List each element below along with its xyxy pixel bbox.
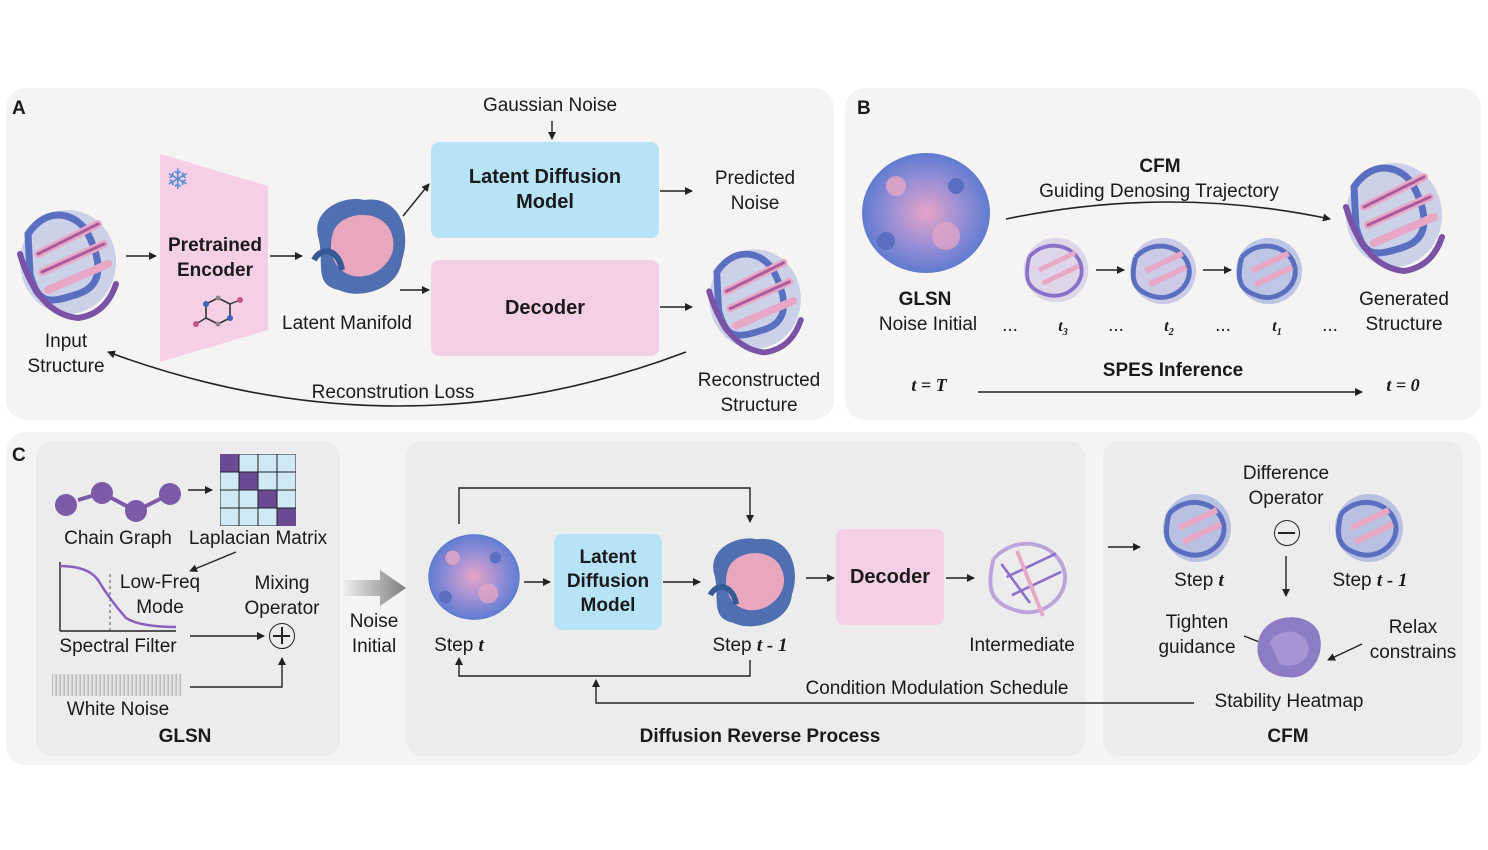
cfm-label: CFM <box>1139 156 1181 177</box>
t3-label: t3 <box>1058 318 1068 339</box>
protein-structure-icon <box>1235 237 1303 305</box>
white-noise-strip <box>52 674 182 696</box>
oplus-icon <box>269 623 295 649</box>
glsn-title: GLSN <box>158 726 212 747</box>
stability-heatmap-icon <box>1257 617 1321 678</box>
latent-blob-icon <box>707 538 795 627</box>
molecule-icon <box>193 295 243 327</box>
guiding-trajectory-label: Guiding Denosing Trajectory <box>1039 181 1279 202</box>
noise-cloud-icon <box>862 153 990 273</box>
t-start-label: t = T <box>911 375 947 395</box>
noise-initial-label: Noise Initial <box>878 314 978 335</box>
glsn-label: GLSN <box>898 289 952 310</box>
ellipsis-4: ... <box>1322 315 1338 336</box>
protein-structure-icon <box>1163 494 1231 562</box>
spectral-filter-label: Spectral Filter <box>59 636 177 657</box>
t-end-label: t = 0 <box>1386 375 1420 395</box>
ominus-icon <box>1274 520 1300 546</box>
protein-structure-icon <box>988 541 1068 617</box>
gaussian-noise-label: Gaussian Noise <box>482 95 618 116</box>
protein-structure-icon <box>706 249 804 356</box>
ellipsis-3: ... <box>1215 315 1231 336</box>
panel-a-label: A <box>12 98 26 119</box>
laplacian-matrix-label: Laplacian Matrix <box>188 528 328 549</box>
protein-structure-icon <box>1343 163 1445 275</box>
cfm-step-t-label: Step t <box>1174 570 1224 591</box>
encoder-trapezoid <box>160 154 268 362</box>
decoder-box: Decoder <box>431 260 659 356</box>
t1-label: t1 <box>1272 318 1282 339</box>
step-t-label: Step t <box>434 635 484 656</box>
reconstruction-loss-label: Reconstrution Loss <box>311 382 475 403</box>
cfm-title: CFM <box>1267 726 1309 747</box>
decoder-box: Decoder <box>836 529 944 625</box>
snowflake-icon: ❄ <box>166 164 190 195</box>
protein-structure-icon <box>1335 494 1403 562</box>
protein-structure-icon <box>17 210 119 322</box>
panel-b-label: B <box>857 98 871 119</box>
white-noise-label: White Noise <box>66 699 170 720</box>
condition-modulation-label: Condition Modulation Schedule <box>805 678 1069 699</box>
protein-structure-icon <box>1129 237 1197 305</box>
chain-graph-label: Chain Graph <box>64 528 172 549</box>
step-t-minus-1-label: Step t - 1 <box>712 635 788 656</box>
t2-label: t2 <box>1164 318 1174 339</box>
latent-blob-icon <box>311 199 406 294</box>
stability-heatmap-label: Stability Heatmap <box>1214 691 1364 712</box>
cfm-step-t-minus-1-label: Step t - 1 <box>1332 570 1408 591</box>
noise-cloud-icon <box>428 534 520 620</box>
intermediate-label: Intermediate <box>969 635 1075 656</box>
protein-structure-icon <box>1023 237 1089 303</box>
panel-c-label: C <box>12 445 26 466</box>
ellipsis-1: ... <box>1002 315 1018 336</box>
diffusion-reverse-title: Diffusion Reverse Process <box>639 726 881 747</box>
ellipsis-2: ... <box>1108 315 1124 336</box>
laplacian-matrix-icon <box>220 454 296 526</box>
latent-manifold-label: Latent Manifold <box>282 313 412 334</box>
spes-inference-label: SPES Inference <box>1102 360 1244 381</box>
